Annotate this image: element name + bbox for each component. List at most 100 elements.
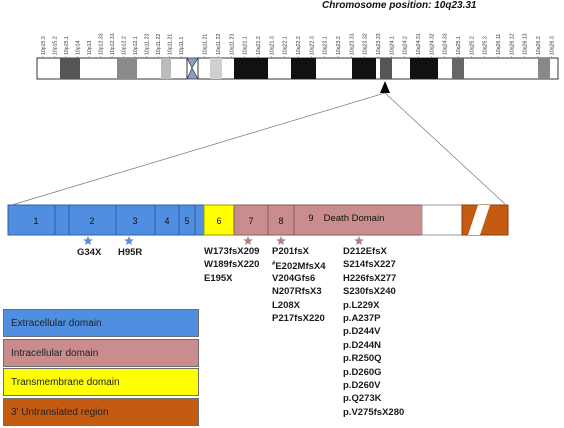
band-label: 10q22.2 bbox=[296, 36, 302, 55]
band-label: 10q24.31 bbox=[416, 33, 422, 55]
exon-4 bbox=[154, 204, 180, 236]
band-label: 10q26.3 bbox=[549, 36, 555, 55]
exon-structure: 1 2 3 4 5 6 7 8 9 Death Domain bbox=[7, 204, 509, 236]
mutation-stars bbox=[83, 236, 364, 245]
legend-transmembrane: Transmembrane domain bbox=[3, 368, 199, 396]
band-dark bbox=[60, 58, 80, 79]
band-label: 10q24.32 bbox=[429, 33, 435, 55]
exon-label-8: 8 bbox=[278, 216, 283, 226]
band-label: 10q11.21 bbox=[203, 34, 209, 55]
band-label: 10p11.23 bbox=[145, 34, 151, 55]
star-icon-exon3 bbox=[124, 236, 134, 245]
band-light bbox=[161, 58, 171, 79]
band-grey bbox=[452, 58, 464, 79]
exon-label-2: 2 bbox=[89, 216, 94, 226]
legend-3utr: 3' Untranslated region bbox=[3, 398, 199, 426]
band-label: 10q26.13 bbox=[523, 33, 529, 55]
mutation-item: D212EfsX bbox=[343, 246, 387, 257]
mutation-item: p.L229X bbox=[343, 299, 380, 311]
mutation-item: W189fsX220 bbox=[204, 259, 260, 271]
band-label: 10p15.3 bbox=[41, 36, 47, 55]
band-label: 10q11.22 bbox=[216, 34, 222, 55]
mutation-item: W173fsX209 bbox=[204, 246, 260, 257]
band-label: 10q23.2 bbox=[336, 36, 342, 55]
star-icon-exon9 bbox=[354, 236, 364, 245]
legend-extracellular: Extracellular domain bbox=[3, 309, 199, 337]
band-label: 10q25.2 bbox=[469, 36, 475, 55]
mutation-item: S230fsX240 bbox=[343, 286, 396, 298]
band-label: 10q24.2 bbox=[403, 36, 409, 55]
band-label: 10q24.33 bbox=[443, 33, 449, 55]
exon-1-tail bbox=[54, 204, 70, 236]
band-label: 10p15.1 bbox=[64, 36, 70, 55]
band-label: 10q25.3 bbox=[483, 36, 489, 55]
band-light bbox=[210, 58, 222, 79]
legend-label: Intracellular domain bbox=[11, 347, 99, 359]
band-label: 10q21.2 bbox=[256, 36, 262, 55]
band-dark bbox=[410, 58, 438, 79]
band-grey bbox=[538, 58, 550, 79]
exon-3 bbox=[115, 204, 156, 236]
mutation-item: p.V275fsX280 bbox=[343, 406, 405, 418]
locus-marker-triangle bbox=[380, 81, 390, 93]
exon-label-5: 5 bbox=[184, 216, 189, 226]
mutation-g34x: G34X bbox=[77, 247, 102, 258]
star-icon-exon8 bbox=[276, 236, 286, 245]
mutation-item: p.A237P bbox=[343, 312, 381, 324]
exon-2 bbox=[68, 204, 117, 236]
band-label: 10p12.31 bbox=[110, 33, 116, 55]
star-icon-exon7 bbox=[243, 236, 253, 245]
band-label: 10q22.1 bbox=[283, 36, 289, 55]
band-label: 10p12.1 bbox=[133, 36, 139, 55]
mutation-item: p.D244N bbox=[343, 339, 382, 351]
mutation-item: N207RfsX3 bbox=[272, 286, 322, 298]
band-label: 10p11.21 bbox=[168, 34, 174, 55]
star-icon-exon2 bbox=[83, 236, 93, 245]
exon-label-7: 7 bbox=[248, 216, 253, 226]
exon-6 bbox=[203, 204, 235, 236]
exon-label-4: 4 bbox=[164, 216, 169, 226]
mutation-h95r: H95R bbox=[118, 247, 142, 258]
band-grey bbox=[380, 58, 392, 79]
legend-label: Transmembrane domain bbox=[11, 376, 120, 388]
mutation-item: #E202MfsX4 bbox=[272, 261, 326, 273]
band-label: 10p13 bbox=[87, 40, 93, 55]
mutation-item: P201fsX bbox=[272, 246, 309, 257]
mutation-item: p.D244V bbox=[343, 326, 381, 338]
exon-5b bbox=[194, 204, 205, 236]
exon-label-3: 3 bbox=[132, 216, 137, 226]
band-label: 10p12.2 bbox=[122, 36, 128, 55]
mutation-item: p.R250Q bbox=[343, 353, 382, 365]
legend-label: Extracellular domain bbox=[11, 317, 102, 329]
chromosome-position-title: Chromosome position: 10q23.31 bbox=[322, 0, 477, 11]
mutation-item: H226fsX277 bbox=[343, 272, 397, 284]
band-label: 10p15.2 bbox=[52, 36, 58, 55]
band-label: 10q26.12 bbox=[509, 33, 515, 55]
exon-label-1: 1 bbox=[33, 216, 38, 226]
band-grey bbox=[117, 58, 137, 79]
mutation-item: p.Q273K bbox=[343, 393, 382, 405]
exon-9 bbox=[293, 204, 423, 236]
exon-7 bbox=[233, 204, 269, 236]
band-label: 10p12.33 bbox=[98, 33, 104, 55]
band-label: 10q26.2 bbox=[536, 36, 542, 55]
mutation-item: p.D260G bbox=[343, 366, 382, 378]
mutation-item: S214fsX227 bbox=[343, 259, 396, 271]
exon-label-9: 9 bbox=[308, 213, 313, 223]
band-label: 10q24.1 bbox=[389, 36, 395, 55]
band-label: 10q23.31 bbox=[349, 33, 355, 55]
band-dark bbox=[234, 58, 268, 79]
mutation-item: p.D260V bbox=[343, 379, 381, 391]
zoom-line-left bbox=[11, 92, 386, 206]
band-label: 10p14 bbox=[75, 40, 81, 55]
band-label: 10q26.11 bbox=[496, 34, 502, 55]
band-label: 10q23.33 bbox=[376, 33, 382, 55]
legend-label: 3' Untranslated region bbox=[11, 406, 109, 418]
mutation-item: L208X bbox=[272, 299, 300, 311]
band-label: 10q23.1 bbox=[323, 36, 329, 55]
centromere bbox=[186, 57, 199, 80]
